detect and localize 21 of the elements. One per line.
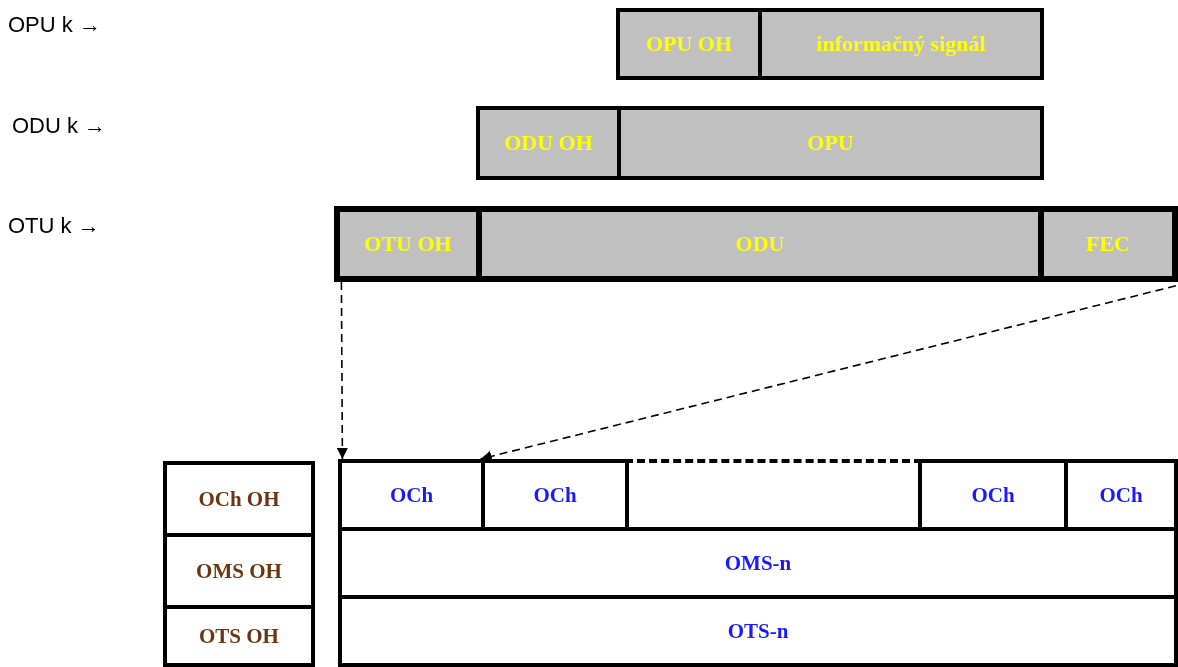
cell-label: OPU OH (645, 31, 733, 57)
cell-label: ODU OH (504, 130, 593, 156)
cell-label: OMS OH (196, 558, 282, 584)
arrow (336, 281, 348, 460)
cell-label: OCh (1099, 482, 1143, 508)
cell-label: OMS-n (724, 550, 792, 576)
cell-label: OCh OH (198, 486, 280, 512)
layer-label: OTU k → (8, 213, 100, 239)
cell-label: OCh (971, 482, 1015, 508)
cell-label: OTU OH (364, 231, 452, 257)
cell-label: ODU (735, 231, 785, 257)
cell-label: OPU (807, 130, 854, 156)
cell-label: OCh (533, 482, 577, 508)
cell-label: FEC (1086, 231, 1130, 257)
cell-label: OTS-n (727, 618, 789, 644)
arrow (479, 285, 1177, 462)
layer-label: OPU k → (8, 12, 101, 38)
cell-label: informačný signál (816, 31, 986, 57)
cell-label: OCh (389, 482, 434, 508)
layer-label: ODU k → (12, 113, 107, 139)
cell-label: OTS OH (199, 623, 279, 649)
